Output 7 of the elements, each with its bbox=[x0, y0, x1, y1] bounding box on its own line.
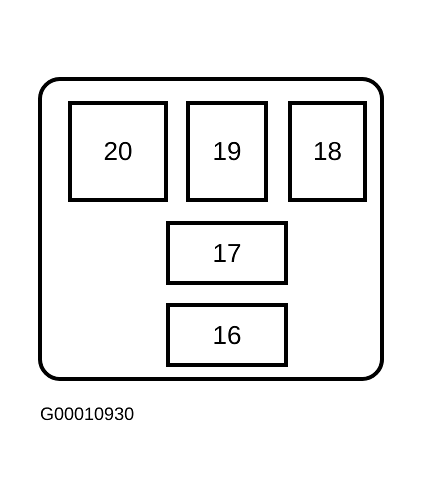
relay-slot: 17 bbox=[166, 221, 288, 285]
relay-slot: 16 bbox=[166, 303, 288, 367]
relay-slot: 20 bbox=[68, 101, 168, 202]
relay-slot: 19 bbox=[186, 101, 268, 202]
figure-code: G00010930 bbox=[40, 404, 134, 425]
relay-box-outline bbox=[38, 77, 384, 381]
relay-slot: 18 bbox=[288, 101, 367, 202]
